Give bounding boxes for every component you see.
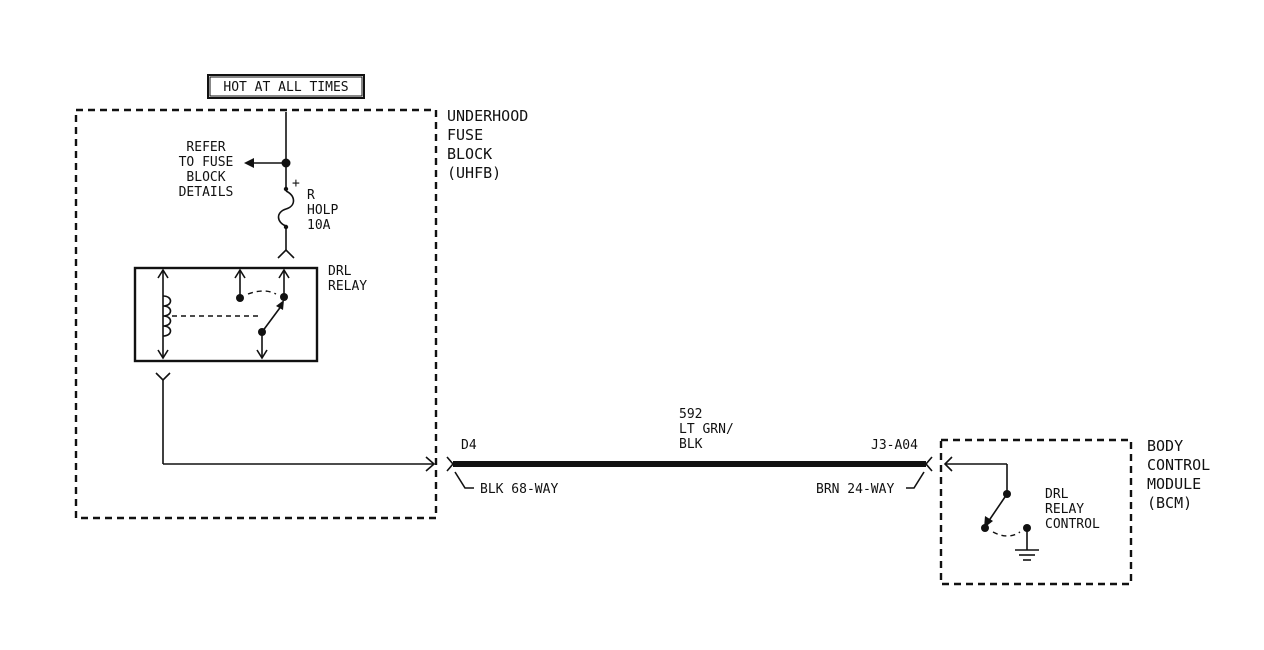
right-pin-label: J3-A04 [871, 438, 918, 453]
left-pin-label: D4 [461, 438, 477, 453]
relay-switch-arm [256, 300, 284, 360]
relay-output-wire [155, 372, 436, 472]
circuit-592-wire [446, 456, 933, 472]
hot-at-all-times-box: HOT AT ALL TIMES [207, 74, 365, 99]
hot-at-all-times-label: HOT AT ALL TIMES [223, 80, 348, 95]
uhfb-name-line-3: BLOCK [447, 145, 492, 163]
fuse-label: R HOLP 10A [307, 188, 338, 233]
refer-text: REFER TO FUSE BLOCK DETAILS [179, 140, 234, 200]
relay-coil [157, 268, 172, 360]
bcm-name-line-3: MODULE [1147, 475, 1201, 493]
drl-relay-line-1: DRL [328, 264, 352, 279]
relay-switch-travel [247, 290, 277, 295]
bcm-boundary [939, 438, 1133, 586]
refer-line-2: TO FUSE [179, 155, 234, 170]
fuse-symbol [277, 163, 295, 259]
left-connector-bracket [454, 471, 474, 489]
fuse-line-3: 10A [307, 218, 331, 233]
refer-arrow [244, 158, 286, 168]
relay-contact-no [278, 268, 290, 301]
wire-color-line-1: LT GRN/ [679, 422, 734, 437]
bcm-control-line-2: RELAY [1045, 502, 1084, 517]
right-connector-bracket [906, 471, 925, 489]
uhfb-boundary [74, 108, 438, 520]
bcm-control-line-3: CONTROL [1045, 517, 1100, 532]
bcm-switch-travel [992, 531, 1021, 537]
refer-line-4: DETAILS [179, 185, 234, 200]
uhfb-name-line-4: (UHFB) [447, 164, 501, 182]
bcm-switch-arm [981, 493, 1008, 532]
wire-label: 592 LT GRN/ BLK [679, 407, 734, 452]
bcm-name-line-2: CONTROL [1147, 456, 1210, 474]
bcm-name-line-1: BODY [1147, 437, 1183, 455]
left-connector-label: BLK 68-WAY [480, 482, 558, 497]
fuse-line-2: HOLP [307, 203, 338, 218]
drl-relay-box [133, 266, 319, 363]
uhfb-name: UNDERHOOD FUSE BLOCK (UHFB) [447, 107, 528, 182]
relay-contact-nc [234, 268, 246, 302]
refer-line-3: BLOCK [186, 170, 225, 185]
fuse-line-1: R [307, 188, 315, 203]
bcm-name-line-4: (BCM) [1147, 494, 1192, 512]
drl-relay-line-2: RELAY [328, 279, 367, 294]
uhfb-name-line-2: FUSE [447, 126, 483, 144]
wire-circuit-number: 592 [679, 407, 702, 422]
right-connector-label: BRN 24-WAY [816, 482, 894, 497]
bcm-control-label: DRL RELAY CONTROL [1045, 487, 1100, 532]
drl-relay-label: DRL RELAY [328, 264, 367, 294]
bcm-name: BODY CONTROL MODULE (BCM) [1147, 437, 1210, 512]
bcm-control-line-1: DRL [1045, 487, 1069, 502]
bcm-ground [1015, 524, 1039, 561]
wire-color-line-2: BLK [679, 437, 703, 452]
bcm-input-wire [943, 456, 1011, 498]
refer-line-1: REFER [186, 140, 225, 155]
uhfb-name-line-1: UNDERHOOD [447, 107, 528, 125]
fuse-plus: + [292, 176, 300, 191]
